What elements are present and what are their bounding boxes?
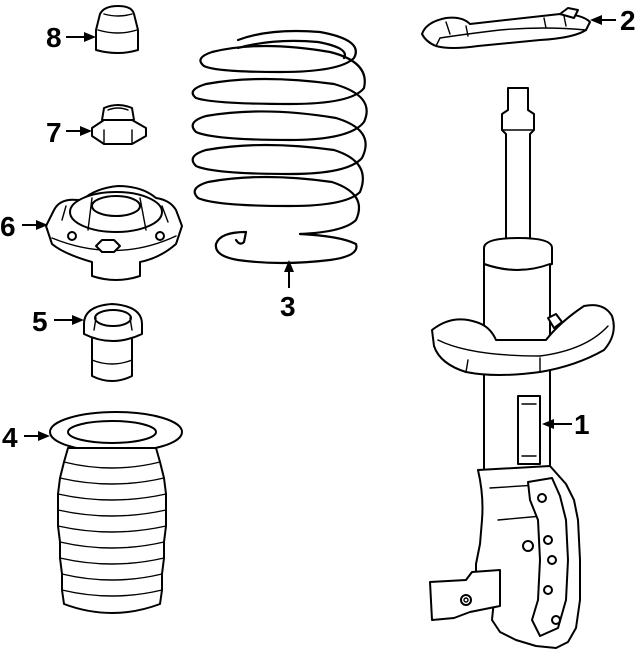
callout-5-number: 5 (32, 306, 48, 337)
callout-2: 2 (590, 5, 636, 36)
callout-3-number: 3 (280, 291, 296, 322)
part-1-strut-assembly (429, 87, 615, 649)
callout-5: 5 (32, 306, 84, 337)
part-6-strut-mount (45, 185, 183, 281)
callout-1-number: 1 (574, 409, 590, 440)
part-4-dust-boot (49, 411, 183, 614)
part-2-upper-seat (421, 7, 591, 49)
callout-1: 1 (542, 409, 590, 440)
callout-7-number: 7 (46, 117, 62, 148)
callout-8: 8 (46, 22, 96, 53)
part-5-bump-stop (83, 303, 143, 382)
callout-3: 3 (280, 260, 296, 322)
callout-2-number: 2 (620, 5, 636, 36)
part-3-coil-spring (191, 29, 368, 265)
callout-4: 4 (2, 422, 50, 453)
callout-4-number: 4 (2, 422, 18, 453)
callout-7: 7 (46, 117, 92, 148)
callout-8-number: 8 (46, 22, 62, 53)
part-8-cap (95, 5, 139, 54)
callout-6-number: 6 (0, 211, 16, 242)
part-7-nut (91, 104, 147, 145)
callout-6: 6 (0, 211, 48, 242)
